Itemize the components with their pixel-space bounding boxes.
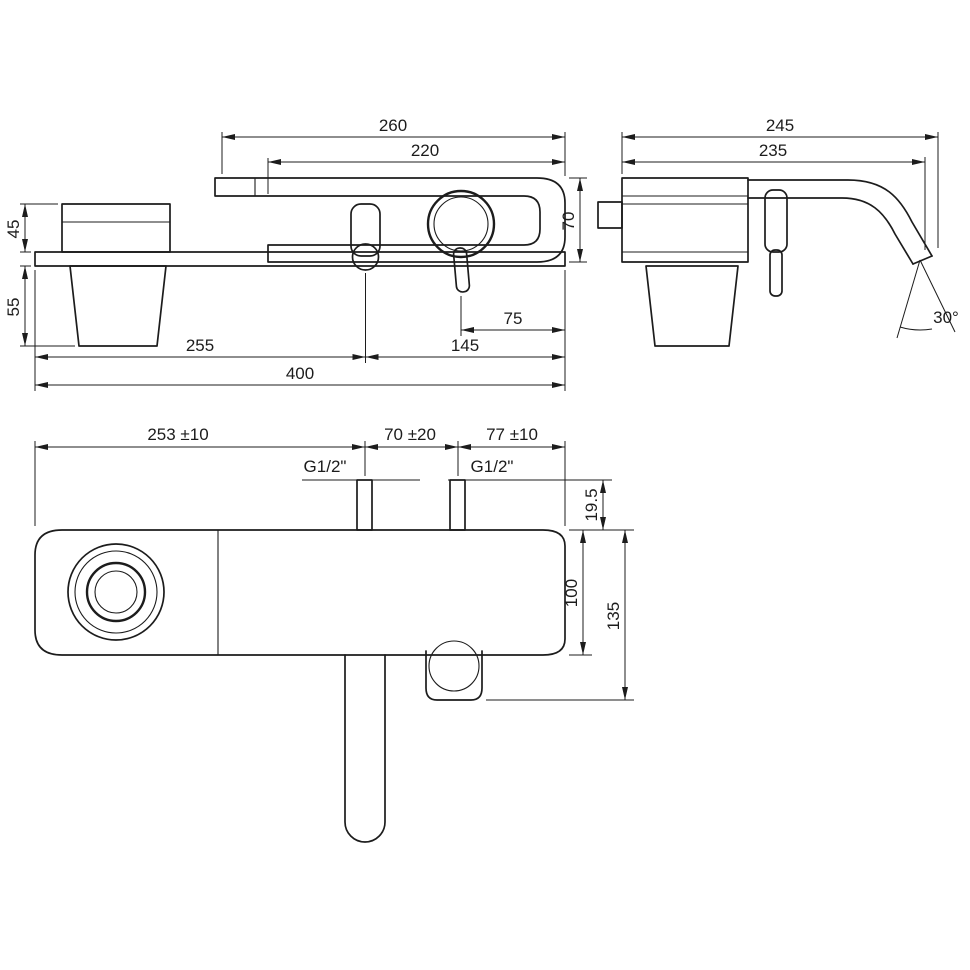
spout-loop-outline	[214, 177, 566, 263]
outlet-flange-circle	[428, 640, 480, 692]
dim-label-100: 100	[562, 579, 581, 607]
escutcheon-circle-3	[85, 561, 147, 623]
side-view: 30° 245 235	[597, 116, 959, 347]
glass-cup-side	[645, 265, 739, 347]
dim-label-70: 70	[559, 212, 578, 231]
body-side-outline	[621, 177, 749, 263]
wall-bar	[34, 251, 566, 267]
mixer-cartridge	[350, 203, 381, 257]
dim-label-235: 235	[759, 141, 787, 160]
control-lever-side	[769, 249, 783, 297]
escutcheon-circle-2	[74, 550, 158, 634]
control-knob-side	[764, 189, 788, 253]
dim-label-220: 220	[411, 141, 439, 160]
dim-label-145: 145	[451, 336, 479, 355]
inlet-pipe-right	[449, 479, 466, 531]
inlet-pipe-left	[356, 479, 373, 531]
angle-spout-line	[919, 259, 956, 333]
glass-holder-ring	[61, 203, 171, 253]
dim-label-245: 245	[766, 116, 794, 135]
angle-label-30: 30°	[933, 308, 959, 327]
mixer-base	[351, 243, 380, 271]
control-lever	[452, 247, 471, 293]
glass-cup	[69, 265, 167, 347]
dim-label-19-5: 19.5	[582, 488, 601, 521]
dim-label-45: 45	[4, 220, 23, 239]
spout-side-inner	[747, 197, 914, 265]
dim-label-55: 55	[4, 298, 23, 317]
dim-label-260: 260	[379, 116, 407, 135]
thread-label-left: G1/2"	[304, 457, 347, 476]
angle-reference-line	[896, 259, 921, 339]
dim-label-135: 135	[604, 602, 623, 630]
outlet-cylinder	[425, 650, 483, 701]
dim-label-253: 253 ±10	[147, 425, 208, 444]
installation-view: G1/2" G1/2" 253 ±10 70 ±20 77 ±10 19.5 1…	[34, 425, 634, 843]
dim-label-70-20: 70 ±20	[384, 425, 436, 444]
dim-label-400: 400	[286, 364, 314, 383]
escutcheon-circle-inner	[94, 570, 138, 614]
spout-side-outer	[747, 179, 933, 257]
front-view: 260 220 70 45 55 75 255 145 400	[4, 116, 587, 391]
spout-tip-edge	[912, 255, 933, 265]
angle-arc	[899, 326, 933, 331]
concealed-body-outline	[34, 529, 566, 656]
control-knob-inner	[433, 196, 489, 252]
wall-mount-block	[597, 201, 623, 229]
lever-pipe	[344, 654, 386, 843]
escutcheon-circle-outer	[67, 543, 165, 641]
control-knob-outer	[426, 189, 496, 259]
dim-label-77: 77 ±10	[486, 425, 538, 444]
dim-label-255: 255	[186, 336, 214, 355]
dim-label-75: 75	[504, 309, 523, 328]
thread-label-right: G1/2"	[471, 457, 514, 476]
